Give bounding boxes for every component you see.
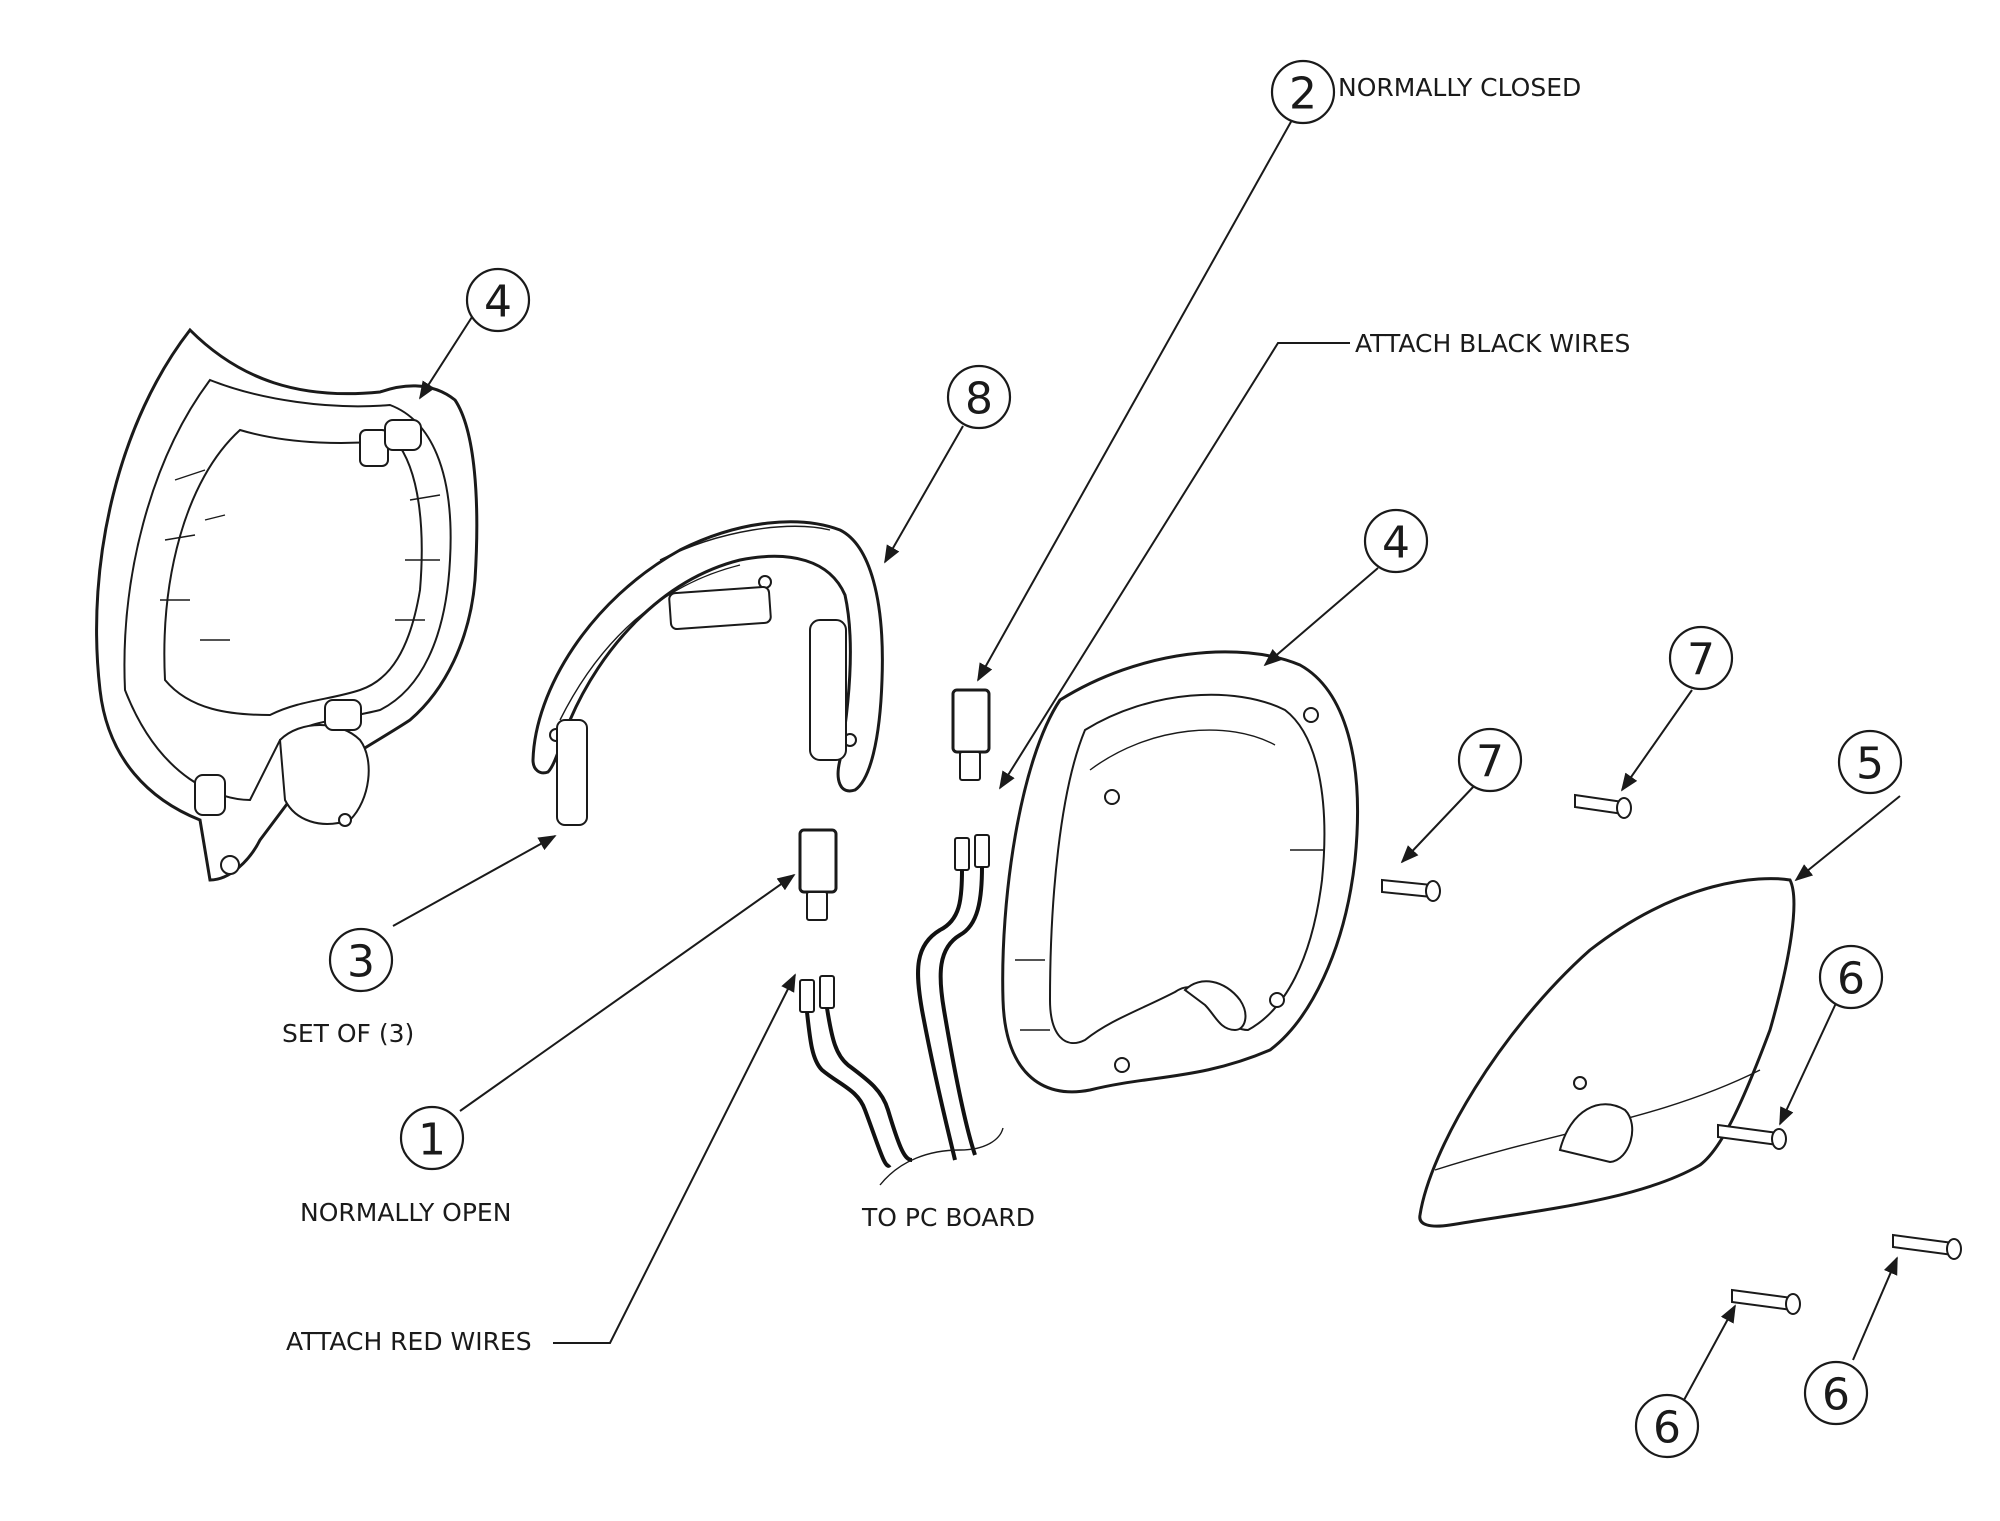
- balloon-6-b: 6: [1634, 1393, 1700, 1459]
- svg-text:7: 7: [1476, 737, 1504, 788]
- svg-text:6: 6: [1837, 954, 1865, 1005]
- balloon-7-a: 7: [1457, 727, 1523, 793]
- balloon-2: 2: [1270, 59, 1336, 125]
- screw-6c-part: [1892, 1233, 1962, 1260]
- svg-text:4: 4: [484, 277, 512, 328]
- screw-6b-part: [1731, 1288, 1801, 1315]
- svg-text:2: 2: [1289, 69, 1317, 120]
- note-normally-open: NORMALLY OPEN: [300, 1198, 511, 1227]
- note-set-of-3: SET OF (3): [282, 1019, 414, 1048]
- svg-text:6: 6: [1822, 1370, 1850, 1421]
- balloon-8: 8: [946, 364, 1012, 430]
- svg-text:5: 5: [1856, 739, 1884, 790]
- normally-open-switch-part: [798, 828, 838, 1013]
- svg-text:8: 8: [965, 374, 993, 425]
- balloon-3: 3: [328, 927, 394, 993]
- cover-part: [1418, 877, 1796, 1228]
- note-normally-closed: NORMALLY CLOSED: [1338, 73, 1581, 102]
- svg-text:4: 4: [1382, 518, 1410, 569]
- screw-6a-part: [1717, 1123, 1787, 1150]
- note-to-pc-board: TO PC BOARD: [861, 1203, 1035, 1232]
- wire-harness: [805, 866, 1004, 1186]
- balloon-1: 1: [399, 1105, 465, 1171]
- balloon-4-left: 4: [465, 267, 531, 333]
- normally-closed-switch-part: [951, 688, 991, 871]
- left-housing-part: [95, 327, 479, 882]
- svg-text:6: 6: [1653, 1403, 1681, 1454]
- note-attach-red-wires: ATTACH RED WIRES: [286, 1327, 532, 1356]
- note-attach-black-wires: ATTACH BLACK WIRES: [1355, 329, 1630, 358]
- balloon-4-right: 4: [1363, 508, 1429, 574]
- svg-text:1: 1: [418, 1115, 446, 1166]
- balloon-5: 5: [1837, 729, 1903, 795]
- balloon-6-a: 6: [1818, 944, 1884, 1010]
- svg-text:3: 3: [347, 937, 375, 988]
- bracket-part: [531, 520, 884, 826]
- screw-7b-part: [1574, 793, 1632, 819]
- balloon-7-b: 7: [1668, 625, 1734, 691]
- screw-7a-part: [1381, 878, 1441, 902]
- leader-lines: [392, 119, 1901, 1401]
- right-housing-part: [1001, 650, 1359, 1094]
- svg-text:7: 7: [1687, 635, 1715, 686]
- balloon-6-c: 6: [1803, 1360, 1869, 1426]
